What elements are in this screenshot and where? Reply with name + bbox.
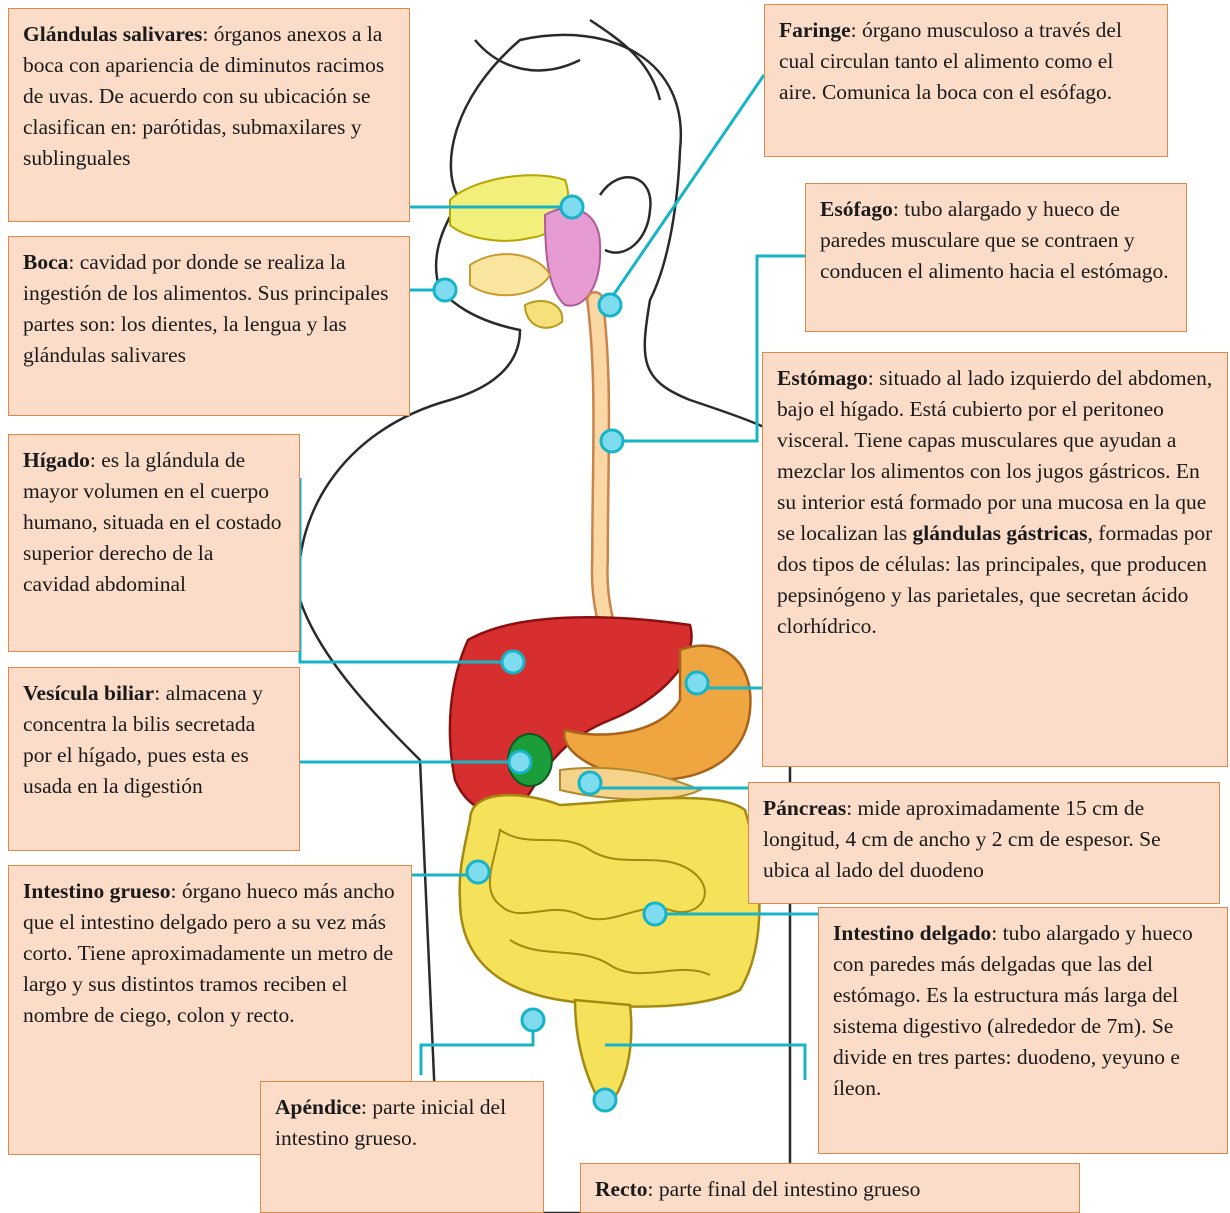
label-esofago: Esófago: tubo alargado y hueco de parede… [805, 183, 1187, 332]
term-recto: Recto [595, 1177, 648, 1201]
label-apendice: Apéndice: parte inicial del intestino gr… [260, 1081, 544, 1213]
marker-higado [502, 651, 524, 673]
desc-boca: : cavidad por donde se realiza la ingest… [23, 250, 388, 367]
marker-glandulas-salivares [561, 196, 583, 218]
term-pancreas: Páncreas [763, 796, 846, 820]
term-glandulas-gastricas: glándulas gástricas [913, 521, 1088, 545]
marker-intestino-grueso [467, 861, 489, 883]
marker-esofago [601, 430, 623, 452]
label-recto: Recto: parte final del intestino grueso [580, 1163, 1080, 1213]
label-higado: Hígado: es la glándula de mayor volumen … [8, 434, 300, 652]
term-estomago: Estómago [777, 366, 868, 390]
desc-estomago: : situado al lado izquierdo del abdomen,… [777, 366, 1212, 545]
marker-estomago [686, 672, 708, 694]
term-glandulas-salivares: Glándulas salivares [23, 22, 202, 46]
marker-boca [434, 279, 456, 301]
label-vesicula-biliar: Vesícula biliar: almacena y concentra la… [8, 667, 300, 851]
marker-recto [594, 1089, 616, 1111]
term-vesicula-biliar: Vesícula biliar [23, 681, 154, 705]
desc-intestino-delgado: : tubo alargado y hueco con paredes más … [833, 921, 1193, 1100]
term-intestino-delgado: Intestino delgado [833, 921, 991, 945]
marker-intestino-delgado [644, 903, 666, 925]
term-faringe: Faringe [779, 18, 851, 42]
term-boca: Boca [23, 250, 68, 274]
label-estomago: Estómago: situado al lado izquierdo del … [762, 352, 1228, 767]
marker-faringe [599, 294, 621, 316]
term-higado: Hígado [23, 448, 90, 472]
term-apendice: Apéndice [275, 1095, 361, 1119]
label-faringe: Faringe: órgano musculoso a través del c… [764, 4, 1168, 157]
marker-pancreas [579, 772, 601, 794]
label-glandulas-salivares: Glándulas salivares: órganos anexos a la… [8, 8, 410, 222]
term-esofago: Esófago [820, 197, 893, 221]
label-pancreas: Páncreas: mide aproximadamente 15 cm de … [748, 782, 1220, 904]
label-intestino-delgado: Intestino delgado: tubo alargado y hueco… [818, 907, 1228, 1154]
marker-apendice [522, 1009, 544, 1031]
marker-vesicula [509, 751, 531, 773]
label-boca: Boca: cavidad por donde se realiza la in… [8, 236, 410, 416]
desc-recto: : parte final del intestino grueso [648, 1177, 921, 1201]
term-intestino-grueso: Intestino grueso [23, 879, 171, 903]
